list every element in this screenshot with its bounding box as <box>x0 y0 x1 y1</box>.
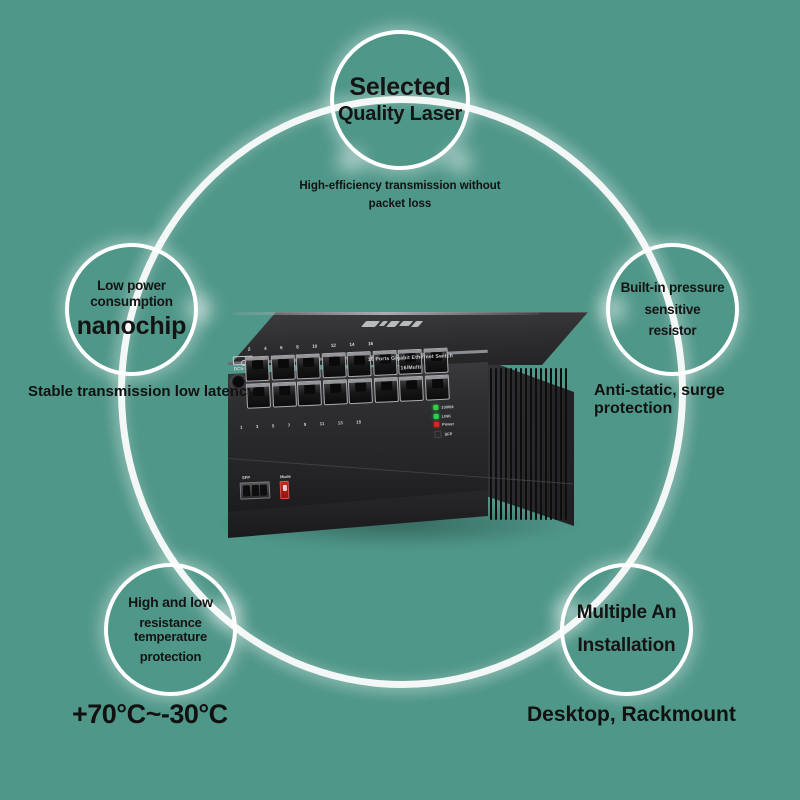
switch-silkscreen: 16 Ports Gigabit Ethernet Switch 16/Mult… <box>368 352 454 375</box>
rj45-port <box>295 353 321 380</box>
led-row: LINK <box>433 411 482 419</box>
switch-top-highlight <box>232 312 541 315</box>
feature-node-multiple-installation[interactable]: Multiple An Installation <box>560 563 693 696</box>
rj45-port <box>271 381 297 408</box>
node-title-line1: Built-in pressure <box>620 279 725 295</box>
rj45-port <box>321 352 347 379</box>
led-row: 1000M <box>433 403 481 411</box>
led-row: SFP <box>434 428 482 438</box>
feature-node-selected-quality-laser[interactable]: Selected Quality Laser <box>330 30 470 170</box>
rj45-port <box>424 374 450 401</box>
caption-temperature-protection: +70°C~-30°C <box>72 699 228 729</box>
rj45-port <box>244 355 270 382</box>
node-title-line1: Low power <box>97 277 166 293</box>
status-led-group: 1000M LINK Power SFP <box>433 403 483 441</box>
led-row: Power <box>433 420 482 428</box>
node-title-line3: nanochip <box>76 311 187 340</box>
led-power-icon <box>433 421 440 428</box>
led-sfp-icon <box>434 430 442 438</box>
led-label: SFP <box>444 430 453 437</box>
node-title-line2: Quality Laser <box>337 103 463 126</box>
node-title-line2: resistance temperature <box>134 614 207 644</box>
feature-node-pressure-sensitive-resistor[interactable]: Built-in pressure sensitive resistor <box>606 243 739 376</box>
led-label: Power <box>441 421 455 427</box>
node-title-line2: sensitive <box>644 301 701 317</box>
sfp-slot <box>239 481 271 500</box>
caption-multiple-installation: Desktop, Rackmount <box>527 703 736 726</box>
brand-logo-icon <box>360 319 460 328</box>
caption-low-power-nanochip: Stable transmission low latency <box>28 383 256 400</box>
led-label: LINK <box>441 412 452 419</box>
switch-vents-lower <box>490 480 570 520</box>
product-network-switch: DC5-12V 2 4 6 8 10 12 14 <box>218 312 589 548</box>
feature-node-low-power-nanochip[interactable]: Low power consumption nanochip <box>65 243 198 376</box>
led-label: 1000M <box>441 404 454 410</box>
sfp-label: SFP <box>241 474 251 481</box>
node-title-line3: protection <box>139 649 202 665</box>
mode-label: Mode <box>279 473 292 480</box>
node-title-line1: Multiple An <box>576 602 677 624</box>
switch-vents-upper <box>490 368 570 488</box>
rj45-port <box>398 375 424 402</box>
mode-switch-button[interactable] <box>279 480 290 500</box>
rj45-port <box>270 354 296 381</box>
node-title-line2: consumption <box>90 293 173 309</box>
feature-node-temperature-protection[interactable]: High and low resistance temperature prot… <box>104 563 237 696</box>
rj45-port <box>373 376 399 404</box>
led-1000m-icon <box>433 404 439 411</box>
rj45-port <box>296 380 322 407</box>
caption-pressure-sensitive-resistor: Anti-static, surge protection <box>594 382 725 417</box>
node-title-line2: Installation <box>577 634 676 656</box>
caption-selected-quality-laser: High-efficiency transmission without pac… <box>299 180 501 210</box>
node-title-line1: High and low <box>128 594 213 611</box>
led-link-icon <box>433 413 439 419</box>
rj45-port <box>322 379 348 406</box>
node-title-line1: Selected <box>349 72 451 101</box>
node-title-line3: resistor <box>648 323 697 339</box>
rj45-port <box>347 378 373 405</box>
